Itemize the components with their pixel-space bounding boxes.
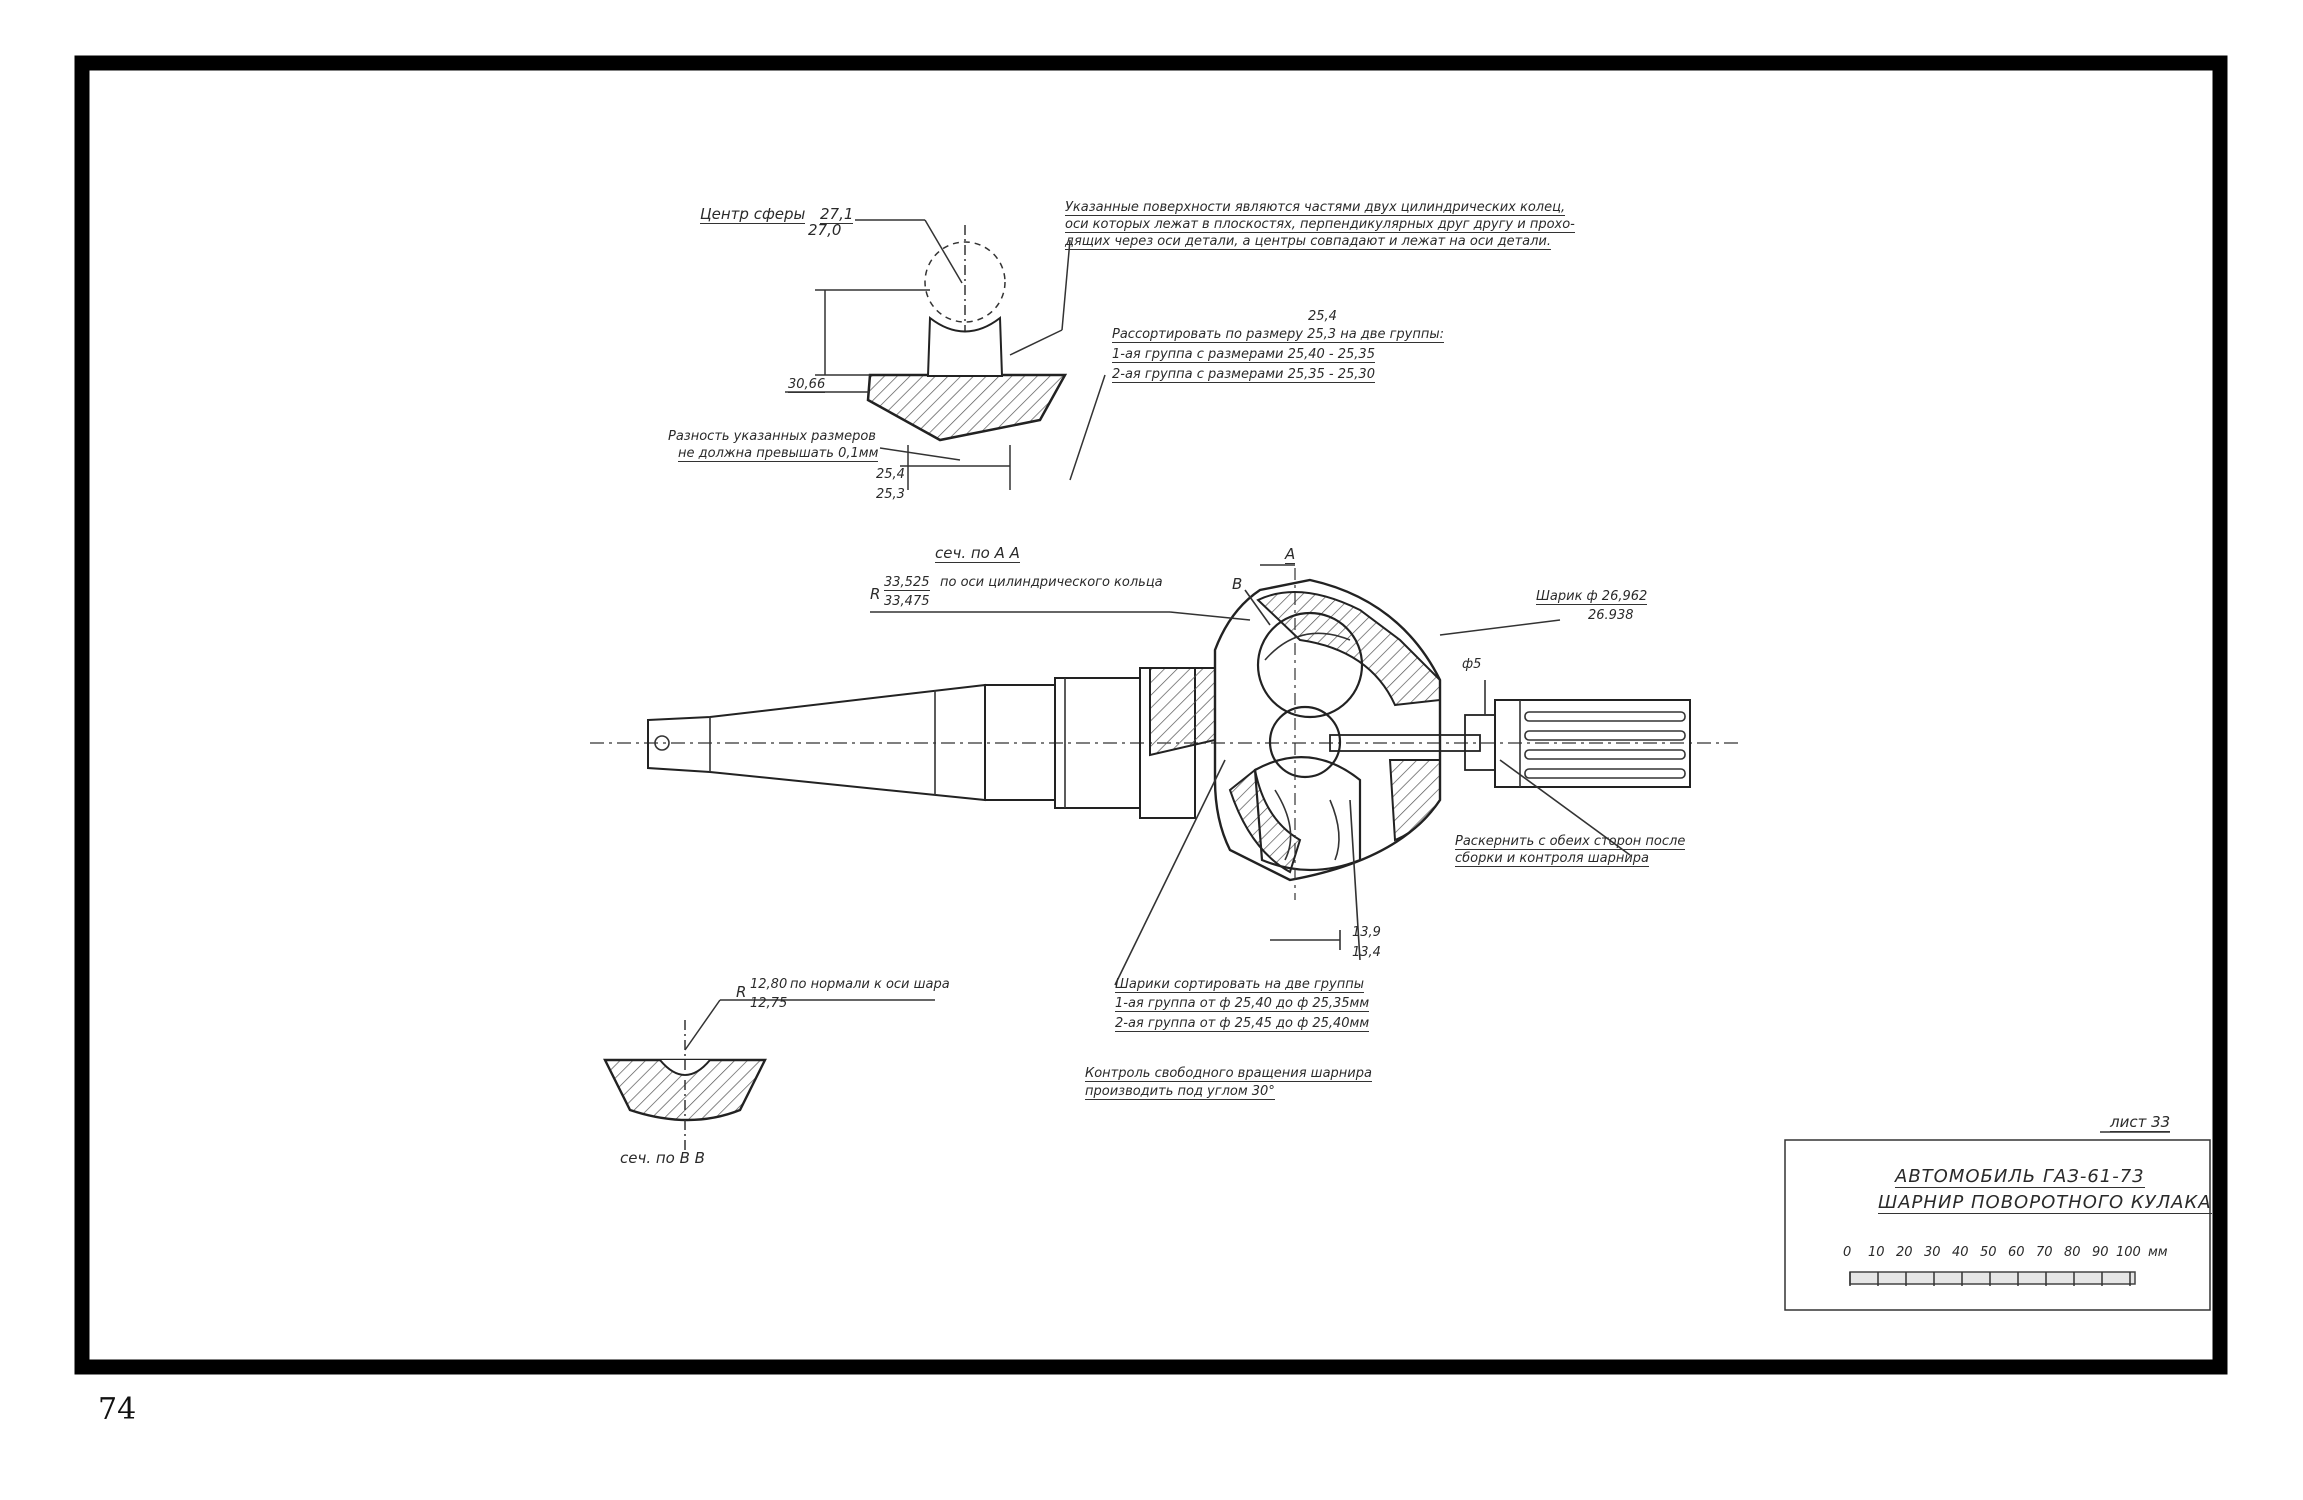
sheet-number: лист 33: [2110, 1113, 2171, 1132]
crimp-note-line2: сборки и контроля шарнира: [1455, 851, 1650, 868]
radius2-r: R: [736, 983, 747, 1001]
diff-note-line2: не должна превышать 0,1мм: [678, 446, 879, 463]
scale-tick-label: 90: [2092, 1245, 2109, 1260]
radius2-upper: 12,80: [750, 977, 788, 992]
dim-phi5: ф5: [1462, 657, 1482, 672]
sort-note-line1: Рассортировать по размеру 25,3 на две гр…: [1112, 327, 1445, 344]
ball-label: Шарик ф 26,962: [1536, 589, 1648, 606]
sheet-frame: [74, 55, 2228, 1375]
crimp-note-line1: Раскернить с обеих сторон после: [1455, 834, 1686, 851]
scale-tick-label: 50: [1980, 1245, 1997, 1260]
scale-tick-label: 20: [1896, 1245, 1913, 1260]
rotation-note-line1: Контроль свободного вращения шарнира: [1085, 1066, 1372, 1083]
scale-unit: мм: [2148, 1245, 2168, 1260]
section-aa-label: сеч. по А А: [935, 544, 1020, 563]
sphere-section-view: [785, 219, 1106, 490]
dim-13-9: 13,9: [1352, 925, 1381, 940]
dim-25-3: 25,3: [876, 487, 905, 502]
mark-a: А: [1285, 545, 1296, 564]
mark-b: В: [1232, 575, 1243, 593]
page-number: 74: [98, 1392, 137, 1427]
radius2-lower: 12,75: [750, 996, 788, 1011]
ball-center: [1268, 705, 1342, 779]
flange-section: [1149, 667, 1216, 757]
radius-lower: 33,475: [884, 594, 930, 609]
dim-30-66: 30,66: [788, 377, 826, 394]
splined-shaft: [1494, 699, 1691, 788]
scale-labels: 0 10 20 30 40 50 60 70 80 90 100 мм: [1843, 1245, 2173, 1266]
scale-tick-label: 80: [2064, 1245, 2081, 1260]
surfaces-note-line2: оси которых лежат в плоскостях, перпенди…: [1065, 217, 1575, 234]
surfaces-note-line1: Указанные поверхности являются частями д…: [1065, 200, 1566, 217]
section-bb-label: сеч. по В В: [620, 1149, 705, 1167]
sphere-center-upper: 27,1: [820, 205, 854, 224]
steering-knuckle-assembly: [590, 564, 1740, 986]
surfaces-note-line3: дящих через оси детали, а центры совпада…: [1065, 234, 1551, 251]
scale-tick-label: 100: [2116, 1245, 2141, 1260]
scale-tick-label: 0: [1843, 1245, 1852, 1260]
scale-tick-label: 60: [2008, 1245, 2025, 1260]
diff-note-line1: Разность указанных размеров: [668, 429, 876, 444]
radius2-note: по нормали к оси шара: [790, 977, 950, 992]
title-line1: АВТОМОБИЛЬ ГАЗ-61-73: [1895, 1166, 2145, 1188]
scale-bar: [1849, 1271, 2136, 1285]
rotation-note-line2: производить под углом 30°: [1085, 1084, 1275, 1101]
sort-note-upper: 25,4: [1308, 309, 1337, 324]
scale-tick-label: 30: [1924, 1245, 1941, 1260]
radius-note: по оси цилиндрического кольца: [940, 575, 1163, 590]
radius-upper: 33,525: [884, 575, 930, 592]
scale-tick-label: 10: [1868, 1245, 1885, 1260]
sort-group2: 2-ая группа с размерами 25,35 - 25,30: [1112, 367, 1375, 384]
scale-tick-label: 70: [2036, 1245, 2053, 1260]
radius-r: R: [870, 585, 881, 603]
section-bb-view: [603, 999, 935, 1150]
scale-tick-label: 40: [1952, 1245, 1969, 1260]
ball-lower: [1253, 756, 1362, 872]
dim-25-4: 25,4: [876, 467, 905, 482]
balls-group2: 2-ая группа от ф 25,45 до ф 25,40мм: [1115, 1016, 1370, 1033]
sphere-cut-part: [866, 373, 1068, 442]
ball-upper: [1256, 611, 1364, 719]
sort-group1: 1-ая группа с размерами 25,40 - 25,35: [1112, 347, 1375, 364]
ball-lower: 26.938: [1588, 608, 1634, 623]
title-block: [1784, 1131, 2211, 1311]
balls-sort-line1: Шарики сортировать на две группы: [1115, 977, 1364, 994]
sphere-center-label: Центр сферы: [700, 205, 806, 224]
title-line2: ШАРНИР ПОВОРОТНОГО КУЛАКА: [1878, 1192, 2212, 1214]
dim-13-4: 13,4: [1352, 945, 1381, 960]
sphere-center-lower: 27,0: [808, 221, 842, 239]
balls-group1: 1-ая группа от ф 25,40 до ф 25,35мм: [1115, 996, 1370, 1013]
